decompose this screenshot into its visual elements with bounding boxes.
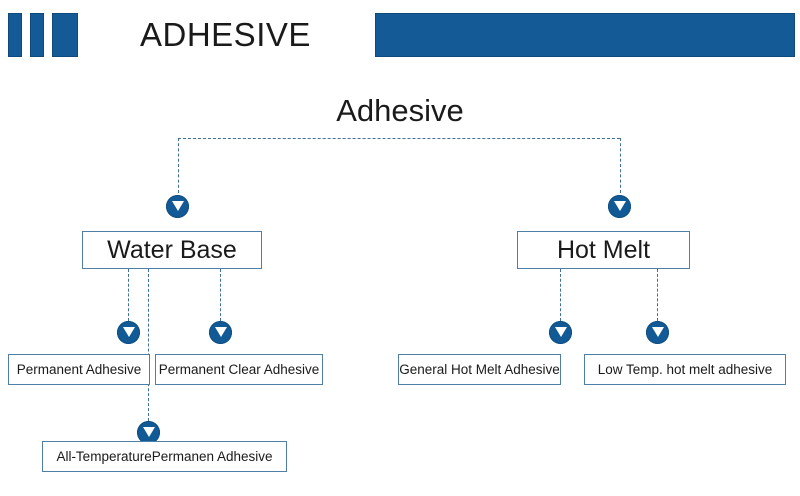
logo-bar-3-icon <box>52 13 78 57</box>
connector-hot-melt-to-low-temp <box>657 269 658 321</box>
root-node-label: Adhesive <box>336 93 464 128</box>
node-general-hot-melt-adhesive[interactable]: General Hot Melt Adhesive <box>398 354 561 385</box>
node-hot-melt[interactable]: Hot Melt <box>517 231 690 269</box>
node-permanent-clear-adhesive[interactable]: Permanent Clear Adhesive <box>155 354 323 385</box>
page-title: ADHESIVE <box>140 16 311 53</box>
connector-root-horizontal <box>178 138 620 139</box>
connector-water-base-to-permanent-clear-adhesive <box>220 269 221 321</box>
node-low-temp-hot-melt-adhesive[interactable]: Low Temp. hot melt adhesive <box>584 354 786 385</box>
connector-hot-melt-to-general <box>560 269 561 321</box>
connector-water-base-to-all-temperature <box>148 269 149 421</box>
node-water-base-label: Water Base <box>107 235 237 264</box>
node-general-hot-melt-adhesive-label: General Hot Melt Adhesive <box>399 362 560 377</box>
arrow-marker-permanent-clear-adhesive <box>209 321 232 344</box>
arrow-marker-water-base <box>166 195 189 218</box>
arrow-marker-low-temp-hot-melt-adhesive <box>646 321 669 344</box>
connector-root-to-water-base <box>178 138 179 193</box>
arrow-marker-hot-melt <box>608 195 631 218</box>
node-all-temperature-permanen-adhesive-label: All-TemperaturePermanen Adhesive <box>56 449 273 464</box>
node-all-temperature-permanen-adhesive[interactable]: All-TemperaturePermanen Adhesive <box>42 441 287 472</box>
arrow-marker-all-temperature-permanen-adhesive <box>137 421 160 444</box>
node-permanent-adhesive[interactable]: Permanent Adhesive <box>8 354 150 385</box>
node-water-base[interactable]: Water Base <box>82 231 262 269</box>
node-low-temp-hot-melt-adhesive-label: Low Temp. hot melt adhesive <box>597 362 773 377</box>
node-permanent-clear-adhesive-label: Permanent Clear Adhesive <box>158 362 320 377</box>
logo-bar-2-icon <box>30 13 44 57</box>
logo-bar-1-icon <box>8 13 22 57</box>
connector-root-to-hot-melt <box>620 138 621 193</box>
arrow-marker-permanent-adhesive <box>117 321 140 344</box>
node-permanent-adhesive-label: Permanent Adhesive <box>16 362 142 377</box>
arrow-marker-general-hot-melt-adhesive <box>549 321 572 344</box>
header-banner-bar <box>375 13 795 57</box>
node-hot-melt-label: Hot Melt <box>556 235 651 264</box>
connector-water-base-to-permanent-adhesive <box>128 269 129 321</box>
